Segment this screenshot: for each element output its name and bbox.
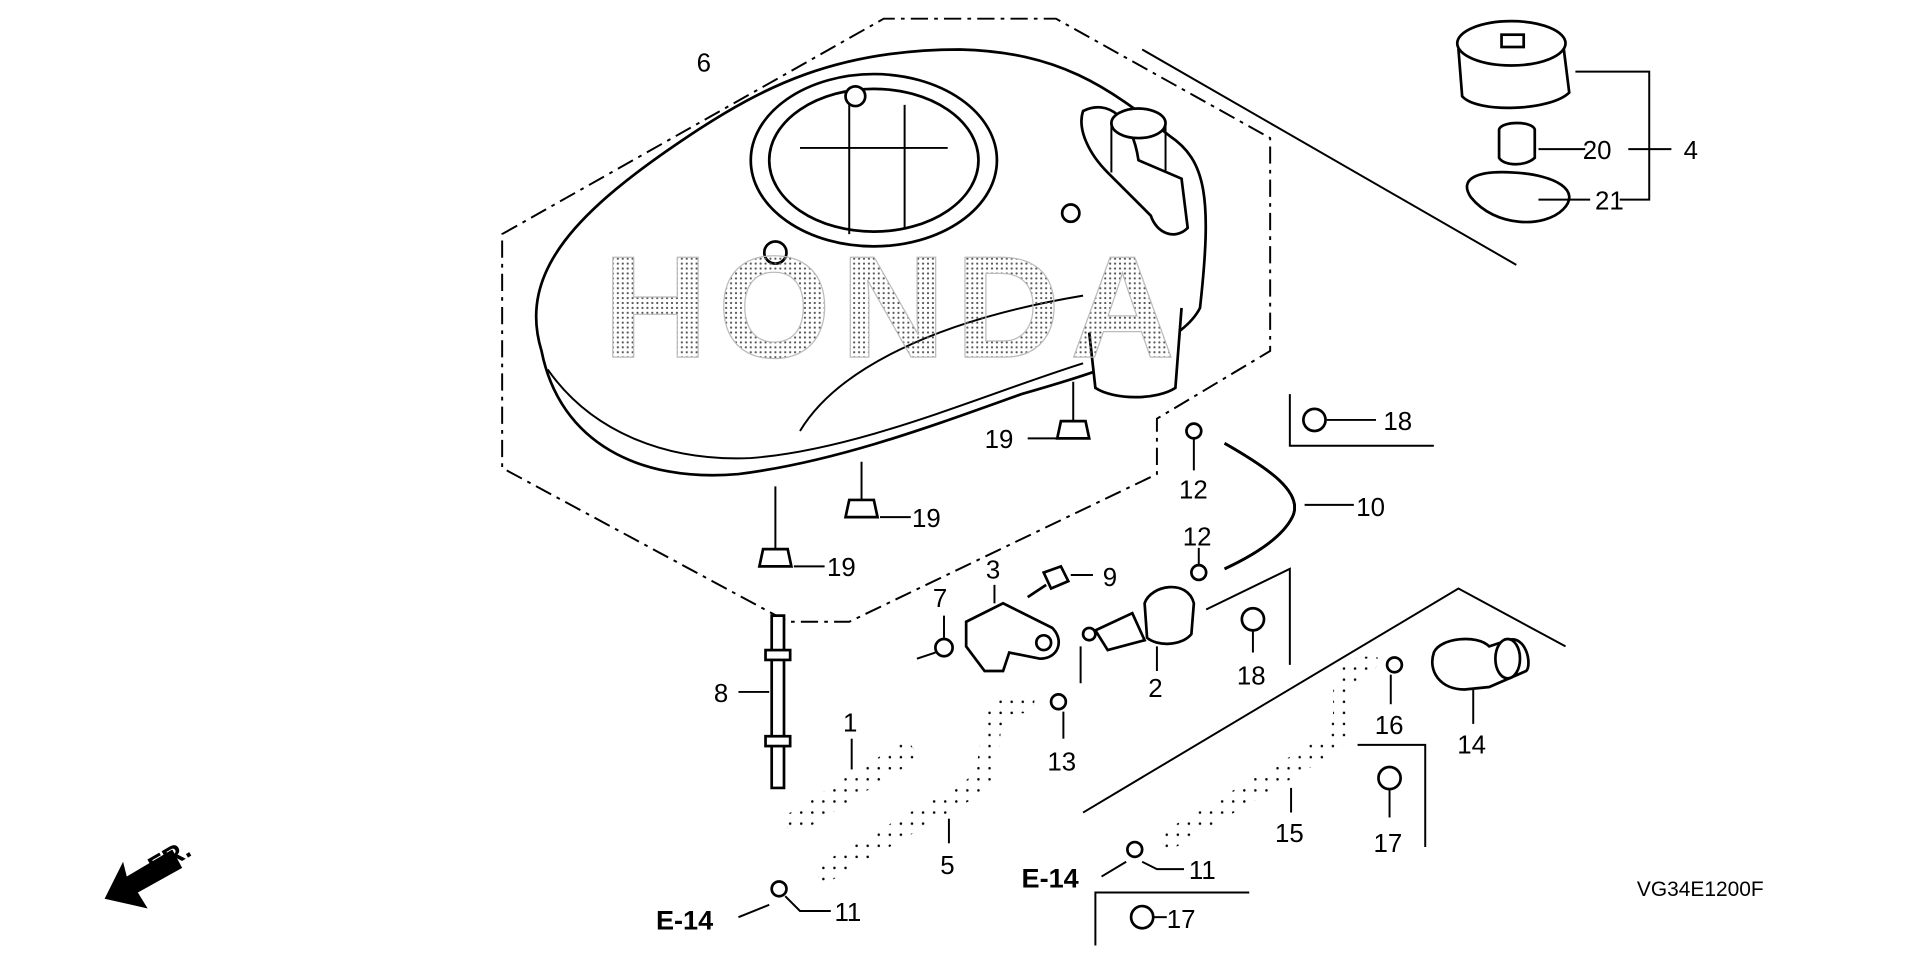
callout-4[interactable]: 4 [1684, 137, 1698, 165]
diagram-code: VG34E1200F [1637, 878, 1764, 901]
hose-clip-13 [1049, 693, 1068, 711]
callout-21[interactable]: 21 [1595, 187, 1624, 215]
callout-20[interactable]: 20 [1583, 137, 1612, 165]
callout-16[interactable]: 16 [1375, 712, 1404, 740]
fuel-tank: HONDA [534, 48, 1208, 477]
callout-6[interactable]: 6 [697, 50, 711, 78]
cap-tether [1465, 170, 1571, 224]
callout-11[interactable]: 11 [1189, 857, 1216, 885]
bolt-9 [1026, 564, 1071, 599]
clamp-18 [1240, 606, 1266, 632]
reference-e14[interactable]: E-14 [656, 904, 713, 935]
cap-seal [1497, 121, 1537, 166]
callout-12[interactable]: 12 [1183, 523, 1212, 551]
fuel-hose-1 [781, 739, 920, 837]
reference-e14[interactable]: E-14 [1022, 863, 1079, 894]
cap-leader-line [1141, 48, 1517, 266]
callout-14[interactable]: 14 [1457, 731, 1486, 759]
hose-clip-11 [770, 880, 788, 898]
grommet [843, 498, 880, 519]
callout-11[interactable]: 11 [834, 899, 861, 927]
fuel-cap [1455, 19, 1571, 110]
callout-18[interactable]: 18 [1237, 663, 1266, 691]
clamp-17 [1377, 765, 1402, 791]
bracket-3 [964, 601, 1061, 673]
grommet [757, 547, 794, 568]
callout-18[interactable]: 18 [1383, 408, 1412, 436]
fuel-valve [1081, 585, 1196, 652]
hose-clip-11 [1126, 840, 1144, 859]
hose-clip [1185, 422, 1203, 440]
callout-15[interactable]: 15 [1275, 820, 1304, 848]
hose-clip [1190, 563, 1208, 582]
callout-13[interactable]: 13 [1047, 749, 1076, 777]
front-direction-arrow: FR. [104, 833, 196, 909]
callout-17[interactable]: 17 [1167, 906, 1196, 934]
callout-19[interactable]: 19 [827, 554, 856, 582]
stud-bolt-8 [770, 614, 786, 790]
fuel-hose-15 [1158, 656, 1378, 852]
callout-9[interactable]: 9 [1103, 564, 1117, 592]
grommet [1055, 419, 1091, 440]
callout-19[interactable]: 19 [985, 426, 1014, 454]
callout-8[interactable]: 8 [714, 680, 728, 708]
fuel-hose-5 [813, 693, 1036, 886]
clamp-18 [1302, 407, 1327, 433]
callout-3[interactable]: 3 [986, 557, 1000, 585]
callout-17[interactable]: 17 [1374, 830, 1403, 858]
hose-clip-16 [1385, 656, 1404, 674]
honda-watermark: HONDA [603, 226, 1185, 388]
clamp-17 [1129, 904, 1155, 930]
callout-7[interactable]: 7 [933, 585, 947, 613]
callout-1[interactable]: 1 [843, 709, 857, 737]
callout-12[interactable]: 12 [1179, 477, 1208, 505]
nut-7 [934, 637, 954, 658]
callout-19[interactable]: 19 [912, 505, 941, 533]
assembly-boundary [501, 17, 1272, 623]
callout-5[interactable]: 5 [940, 852, 954, 880]
callout-10[interactable]: 10 [1356, 494, 1385, 522]
callout-2[interactable]: 2 [1148, 675, 1162, 703]
fuel-strainer [1431, 637, 1530, 691]
